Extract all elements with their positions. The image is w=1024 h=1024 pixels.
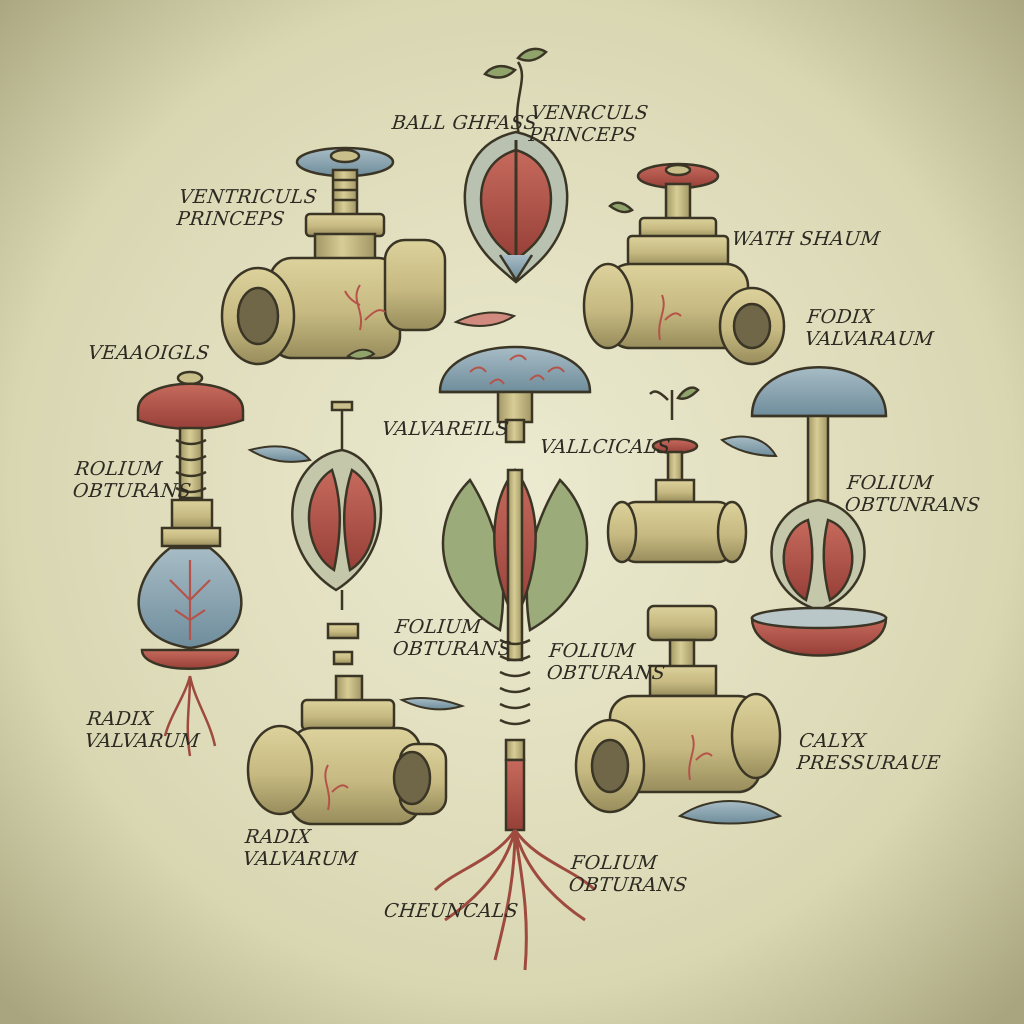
umbrella-pod-right <box>750 366 888 657</box>
decorative-leaves <box>247 311 783 825</box>
valve-center-right <box>606 386 748 564</box>
bulb-valve-left <box>136 370 245 757</box>
valve-top-left <box>220 146 447 366</box>
label-folium-obtunrans: FOLIUM OBTUNRANS <box>843 472 982 516</box>
label-calyx-pressurale: CALYX PRESSURAUE <box>795 730 942 774</box>
label-folium-obturans-center-right: FOLIUM OBTURANS <box>545 640 667 684</box>
label-fodix-valvaraum: FODIX VALVARAUM <box>803 306 935 350</box>
mushroom-cap-center <box>438 345 592 444</box>
label-folium-obturans-center-left: FOLIUM OBTURANS <box>391 616 513 660</box>
label-vallcicals: VALLCICALS <box>538 436 672 458</box>
valve-bottom-right <box>574 604 782 814</box>
label-valvareils: VALVAREILS <box>380 418 511 440</box>
label-venrculs-princeps: VENRCULS PRINCEPS <box>527 102 650 146</box>
label-radix-valvarum-bottom: RADIX VALVARUM <box>241 826 359 870</box>
root-plant-center <box>433 468 597 971</box>
label-radix-valvarum-left: RADIX VALVARUM <box>83 708 201 752</box>
label-folium-obturans-bottom: FOLIUM OBTURANS <box>567 852 689 896</box>
split-leaf-pod-left <box>291 400 383 666</box>
label-wath-shaum: WATH SHAUM <box>730 228 882 250</box>
label-ball-ghfass: BALL GHFASS <box>390 112 539 134</box>
label-cheuncals: CHEUNCALS <box>382 900 520 922</box>
label-ventriculs-princeps: VENTRICULS PRINCEPS <box>175 186 319 230</box>
label-veaaoigls: VEAAOIGLS <box>86 342 211 364</box>
valve-top-right <box>582 162 786 366</box>
label-rolium-obturans: ROLIUM OBTURANS <box>71 458 193 502</box>
valve-bottom-left <box>246 674 448 826</box>
seed-pod-top-center <box>463 47 569 284</box>
